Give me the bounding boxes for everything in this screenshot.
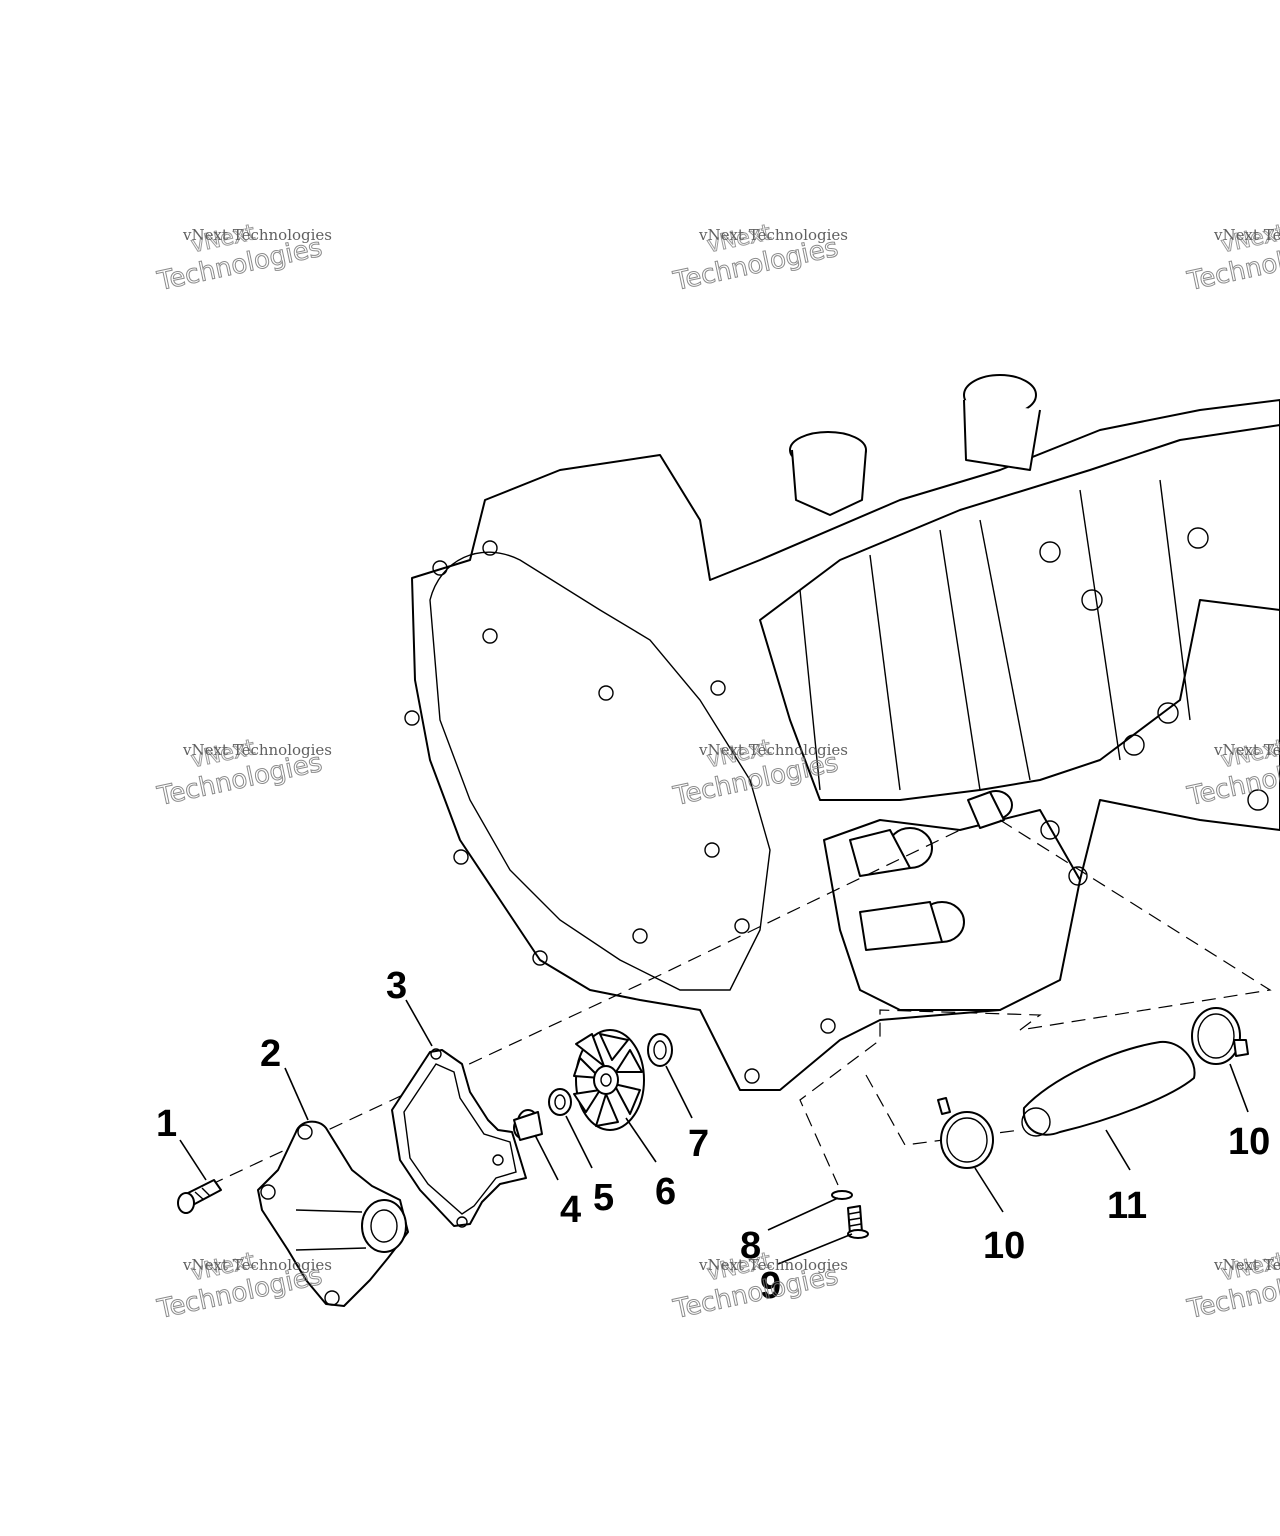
part-8-washer: [831, 1190, 853, 1200]
callout-5: 5: [593, 1177, 614, 1219]
callout-10b: 10: [1228, 1121, 1270, 1163]
watermark-text: vNext Technologies: [182, 1256, 332, 1274]
watermark: vNext Technologies: [154, 735, 326, 813]
engine-assembly: [404, 374, 1280, 1091]
leader-lines: [179, 999, 1249, 1265]
part-9-bolt: [847, 1205, 869, 1239]
callout-11: 11: [1107, 1185, 1147, 1227]
watermark: vNext Technologies: [1184, 220, 1280, 298]
watermark-text: vNext Technologies: [698, 226, 848, 244]
part-10a-hose-clamp: [937, 1097, 994, 1169]
callout-3: 3: [386, 965, 407, 1007]
head-bolts: [1039, 527, 1269, 811]
callout-8: 8: [740, 1225, 761, 1267]
callout-1: 1: [156, 1103, 177, 1145]
callout-9: 9: [760, 1265, 781, 1307]
watermarks: vNext Technologies vNext Technologies vN…: [154, 220, 1280, 1326]
part-3-gasket: [391, 1048, 527, 1228]
watermark-text: vNext Technologies: [182, 226, 332, 244]
part-1-bolt: [177, 1179, 222, 1214]
watermark-text: vNext Technologies: [698, 1256, 848, 1274]
callout-10a: 10: [983, 1225, 1025, 1267]
callout-6: 6: [655, 1171, 676, 1213]
part-2-pump-cover: [257, 1120, 409, 1307]
part-11-hose: [1021, 1040, 1196, 1137]
watermark-text: vNext Technologies: [1213, 226, 1280, 244]
callout-7: 7: [688, 1123, 709, 1165]
part-4-seal: [513, 1109, 543, 1141]
callout-numbers: 1 2 3 4 5 6 7 8 9 10 10 11: [156, 965, 1270, 1307]
part-7-oring: [647, 1033, 673, 1067]
callout-4: 4: [560, 1189, 581, 1231]
part-10b-hose-clamp: [1191, 1007, 1249, 1065]
watermark-text: vNext Technologies: [698, 741, 848, 759]
watermark: vNext Technologies: [154, 220, 326, 298]
watermark: vNext Technologies: [1184, 1248, 1280, 1326]
callout-2: 2: [260, 1033, 281, 1075]
watermark-text: vNext Technologies: [182, 741, 332, 759]
watermark: vNext Technologies: [670, 220, 842, 298]
flange-bolts: [404, 540, 836, 1084]
watermark-text: vNext Technologies: [1213, 741, 1280, 759]
watermark-text: vNext Technologies: [1213, 1256, 1280, 1274]
part-5-washer: [548, 1088, 572, 1116]
part-6-impeller: [573, 1029, 645, 1131]
